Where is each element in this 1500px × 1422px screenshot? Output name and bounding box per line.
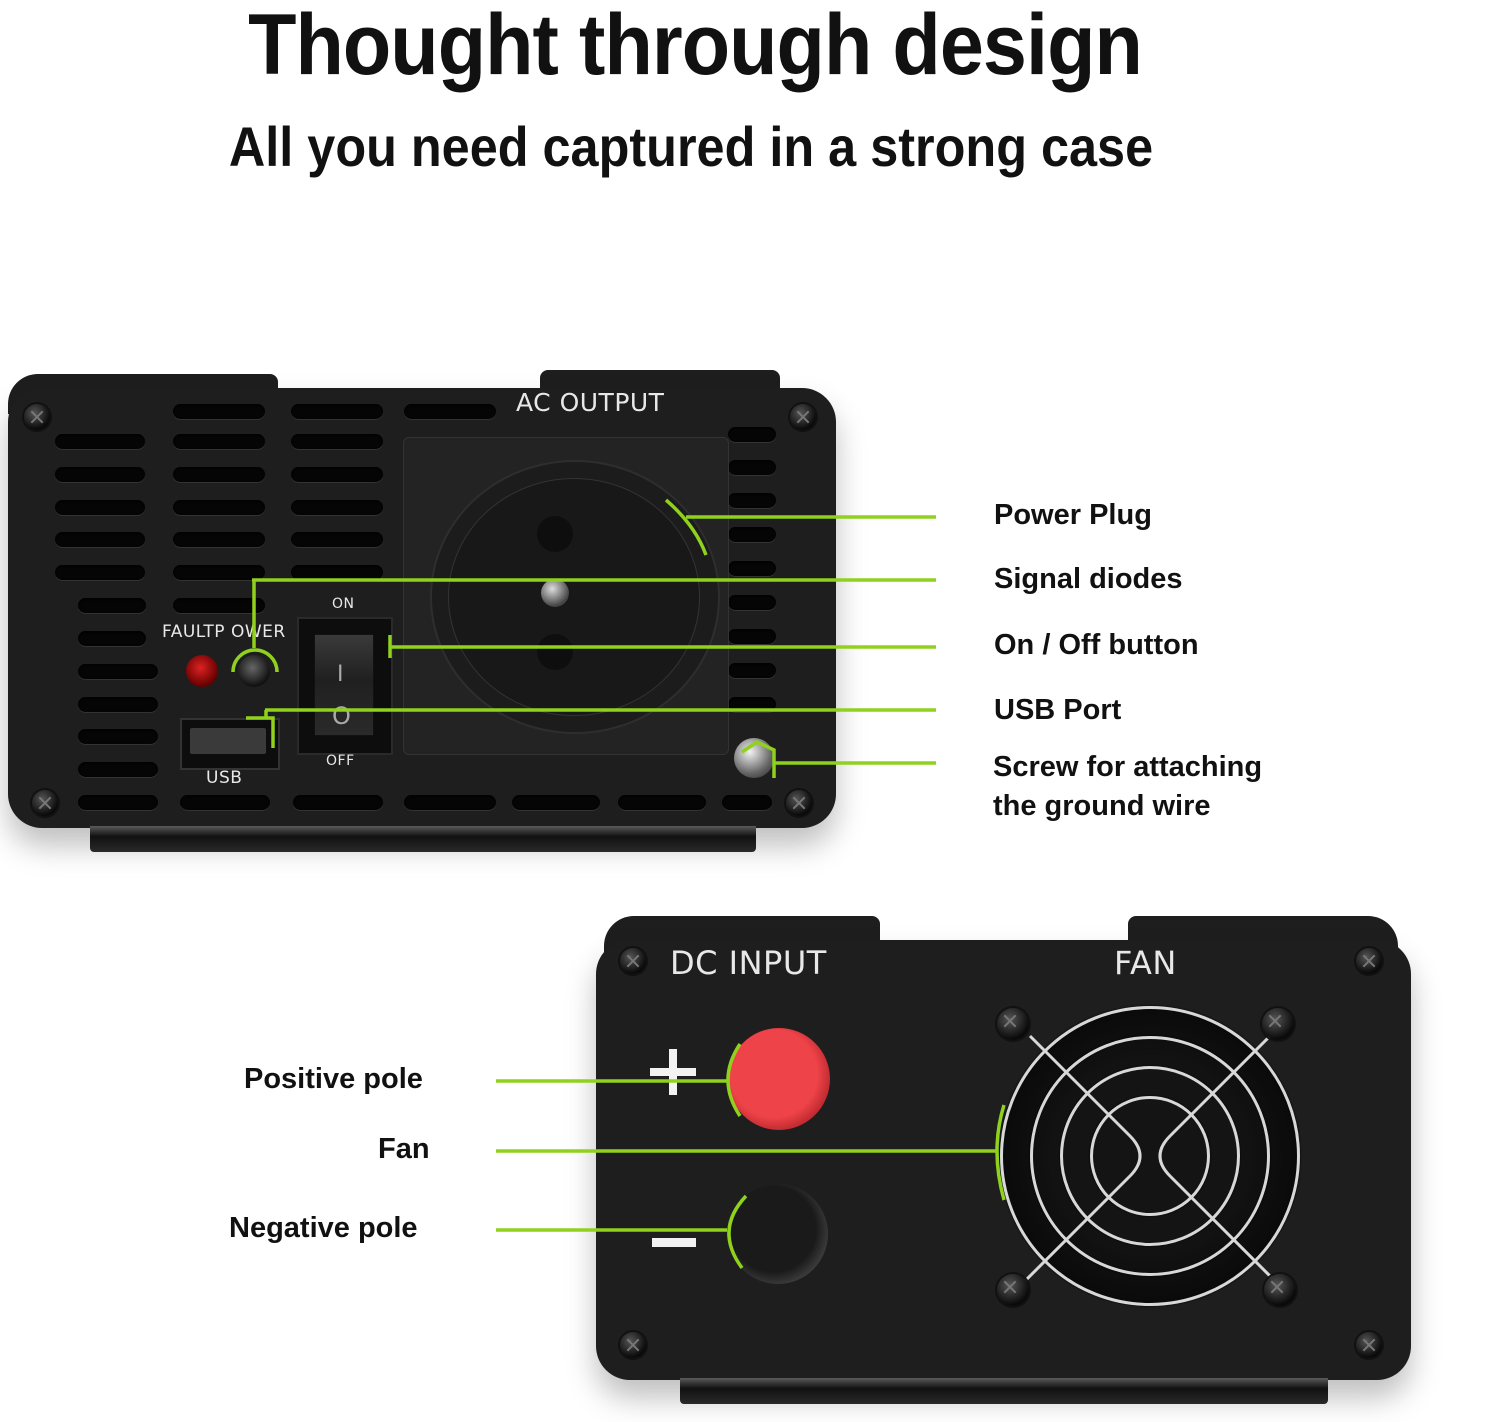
page-title: Thought through design	[248, 0, 1143, 93]
rocker-switch[interactable]	[314, 634, 374, 736]
usb-port[interactable]	[190, 728, 266, 754]
socket-pin-hole	[537, 516, 573, 552]
fan-screw	[997, 1274, 1029, 1306]
case-screw	[1356, 1332, 1382, 1358]
callout-fan: Fan	[378, 1133, 430, 1165]
fault-power-label: FAULTP OWER	[162, 622, 286, 642]
case-screw	[786, 790, 812, 816]
ac-socket-recess	[448, 478, 700, 716]
minus-icon	[652, 1238, 696, 1247]
fan-screw	[1262, 1008, 1294, 1040]
fan-screw	[997, 1008, 1029, 1040]
callout-negative-pole: Negative pole	[229, 1212, 418, 1244]
fan-label: FAN	[1114, 944, 1177, 982]
dc-input-label: DC INPUT	[670, 944, 827, 982]
switch-on-glyph: I	[337, 662, 344, 687]
case-base	[90, 826, 756, 852]
callout-positive-pole: Positive pole	[244, 1063, 423, 1095]
ac-output-label: AC OUTPUT	[516, 388, 665, 417]
switch-on-label: ON	[332, 596, 355, 612]
socket-pin-hole	[537, 634, 573, 670]
case-base	[680, 1378, 1328, 1404]
power-led	[238, 655, 270, 687]
switch-off-label: OFF	[326, 753, 355, 769]
case-screw	[32, 790, 58, 816]
callout-ground-screw-line1: Screw for attaching	[993, 751, 1263, 783]
socket-screw-icon	[541, 579, 569, 607]
case-screw	[24, 404, 50, 430]
callout-on-off-button: On / Off button	[994, 629, 1199, 661]
fan-screw	[1264, 1274, 1296, 1306]
switch-off-glyph: O	[332, 702, 352, 730]
callout-usb-port: USB Port	[994, 694, 1122, 726]
callout-power-plug: Power Plug	[994, 499, 1152, 531]
case-screw	[620, 1332, 646, 1358]
negative-terminal[interactable]	[728, 1184, 828, 1284]
positive-terminal[interactable]	[728, 1028, 830, 1130]
callout-signal-diodes: Signal diodes	[994, 563, 1183, 595]
page-subtitle: All you need captured in a strong case	[228, 115, 1154, 178]
callout-ground-screw-line2: the ground wire	[993, 790, 1211, 822]
case-screw	[1356, 948, 1382, 974]
case-screw	[620, 948, 646, 974]
usb-label: USB	[206, 768, 243, 788]
ground-screw[interactable]	[734, 738, 774, 778]
fault-led	[186, 655, 218, 687]
plus-icon	[669, 1049, 677, 1095]
case-screw	[790, 404, 816, 430]
